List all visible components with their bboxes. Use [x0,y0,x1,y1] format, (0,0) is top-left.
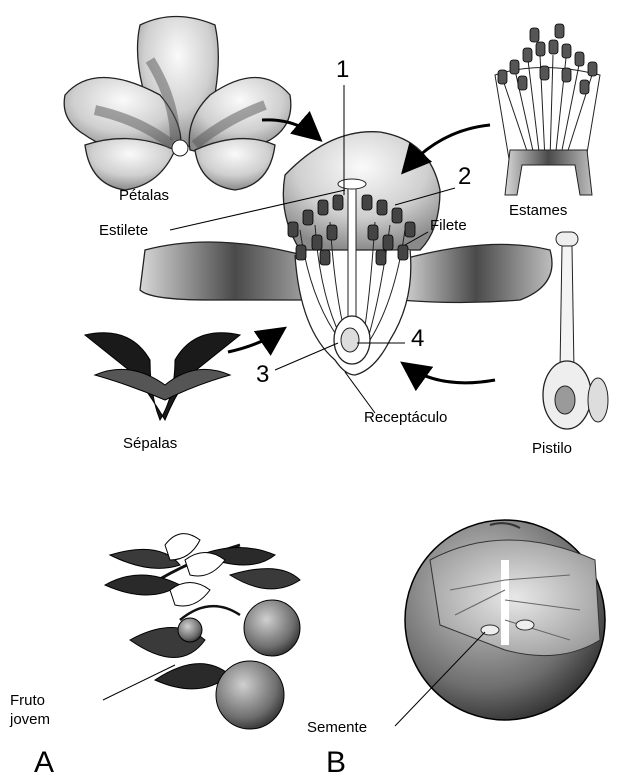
stamens-illustration [495,24,600,195]
label-sepalas: Sépalas [123,436,177,451]
label-semente: Semente [307,720,367,735]
label-petalas: Pétalas [119,188,169,203]
label-number-4: 4 [411,327,424,351]
label-pistilo: Pistilo [532,441,572,456]
arrow-pistil [405,365,495,383]
cut-orange-illustration [405,520,605,720]
label-receptaculo: Receptáculo [364,410,447,425]
label-estilete: Estilete [99,223,148,238]
panel-label-b: B [326,748,346,778]
young-fruit-branch-illustration [105,534,300,729]
label-number-3: 3 [256,363,269,387]
pistil-illustration [543,232,608,429]
label-number-1: 1 [336,58,349,82]
arrow-sepals [228,330,282,352]
panel-label-a: A [34,748,54,778]
label-fruto-line2: jovem [10,712,50,727]
label-estames: Estames [509,203,567,218]
label-number-2: 2 [458,165,471,189]
petals-illustration [64,17,291,191]
sepals-illustration [85,333,240,420]
label-fruto-line1: Fruto [10,693,45,708]
label-filete: Filete [430,218,467,233]
